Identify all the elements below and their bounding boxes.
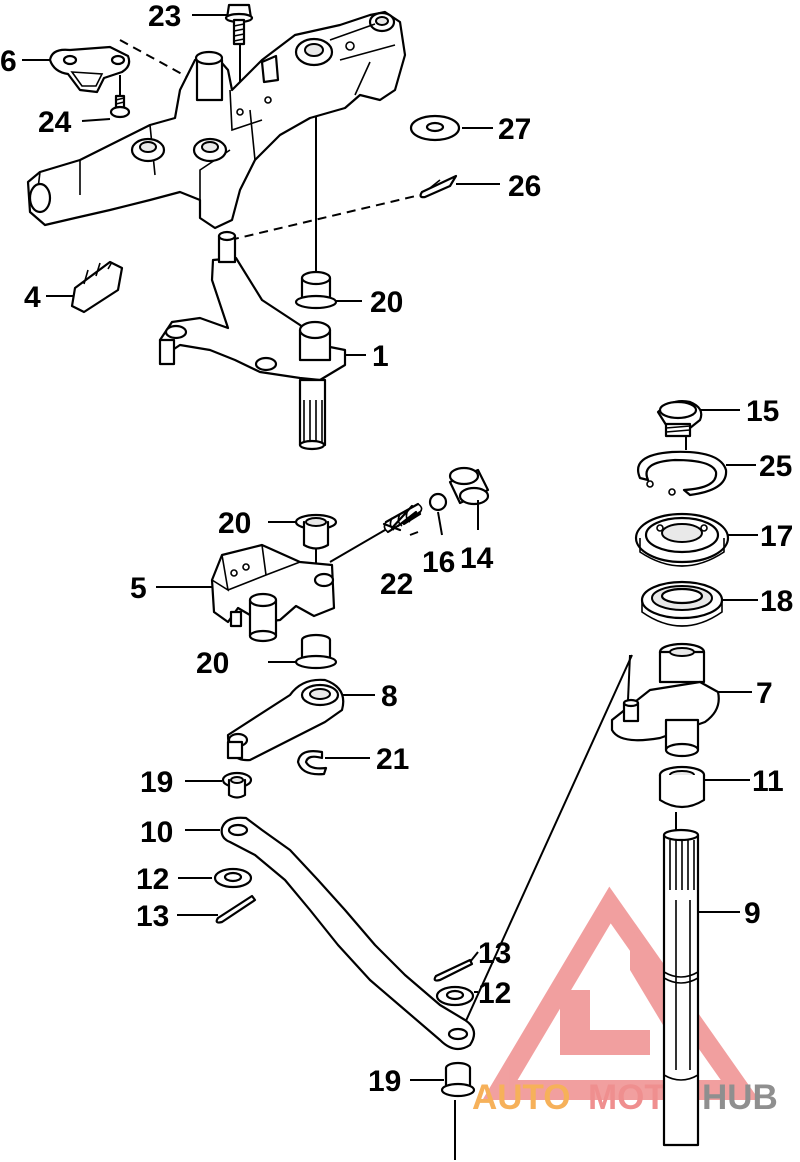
callout-numbers: 23 6 24 27 26 4 20 1 20 22 16 14 5 20 8 … [0,0,793,1098]
part-5-detent-block [210,543,336,643]
part-16-ball [428,492,448,512]
part-1-shift-lever [158,230,347,451]
part-10-link-rod [220,816,476,1051]
callout-25: 25 [759,450,792,483]
callout-20-top: 20 [370,286,403,319]
part-20-bushing-bottom [294,633,338,670]
callout-23: 23 [148,0,181,33]
callout-10: 10 [140,816,173,849]
part-24-screw [109,94,131,119]
callout-21: 21 [376,743,409,776]
part-22-spring [382,502,423,534]
callout-15: 15 [746,395,779,428]
callout-14: 14 [460,542,494,575]
part-8-lever-arm [226,678,345,762]
part-12-washer-upper [213,867,253,889]
part-15-screw-cap [656,400,703,438]
part-11-bushing [658,765,706,809]
callout-24: 24 [38,106,72,139]
part-18-seal [640,580,724,627]
part-26-cotter-pin [419,174,458,199]
part-23-bolt [224,3,254,46]
callout-1: 1 [372,340,389,373]
callout-19-upper: 19 [140,766,173,799]
part-7-shift-housing [610,642,720,758]
callout-27: 27 [498,113,531,146]
part-21-e-clip [296,750,328,776]
callout-11: 11 [752,765,784,798]
callout-9: 9 [744,897,761,930]
callout-22: 22 [380,568,413,601]
watermark-auto-text: AUTO [472,1078,571,1117]
part-19-bushing-lower [440,1061,476,1098]
callout-13-lower: 13 [478,937,511,970]
callout-19-lower: 19 [368,1065,401,1098]
leader-lines [22,14,758,1081]
callout-20-bottom: 20 [196,647,229,680]
part-9-shift-shaft [662,828,700,1147]
part-4-clip [70,260,124,314]
part-12-washer-lower [435,985,475,1007]
part-20-bushing-top [294,270,338,310]
callout-26: 26 [508,170,541,203]
callout-6: 6 [0,45,17,78]
part-6-bracket-plate [48,45,131,94]
watermark-triangle-logo [482,886,760,1100]
part-13-cotter-pin-upper [215,894,257,924]
automotohub-watermark: AUTO MOTO HUB [472,886,778,1117]
callout-4: 4 [24,281,41,314]
part-27-washer [409,114,461,142]
part-17-ball-bearing [634,512,730,567]
part-20-bushing-mid [294,513,338,550]
part-14-sleeve [448,466,490,506]
callout-18: 18 [760,585,793,618]
main-shift-bracket [26,10,407,230]
callout-17: 17 [760,520,793,553]
watermark-hub-text: HUB [702,1078,778,1117]
callout-20-mid: 20 [218,507,251,540]
callout-12-upper: 12 [136,863,169,896]
callout-8: 8 [381,680,398,713]
callout-5: 5 [130,572,147,605]
part-25-snap-ring [637,450,728,497]
part-19-bushing-upper [221,771,253,799]
callout-13-upper: 13 [136,900,169,933]
part-13-cotter-pin-lower [433,958,474,982]
callout-7: 7 [756,677,773,710]
callout-16: 16 [422,546,455,579]
callout-12-lower: 12 [478,977,511,1010]
